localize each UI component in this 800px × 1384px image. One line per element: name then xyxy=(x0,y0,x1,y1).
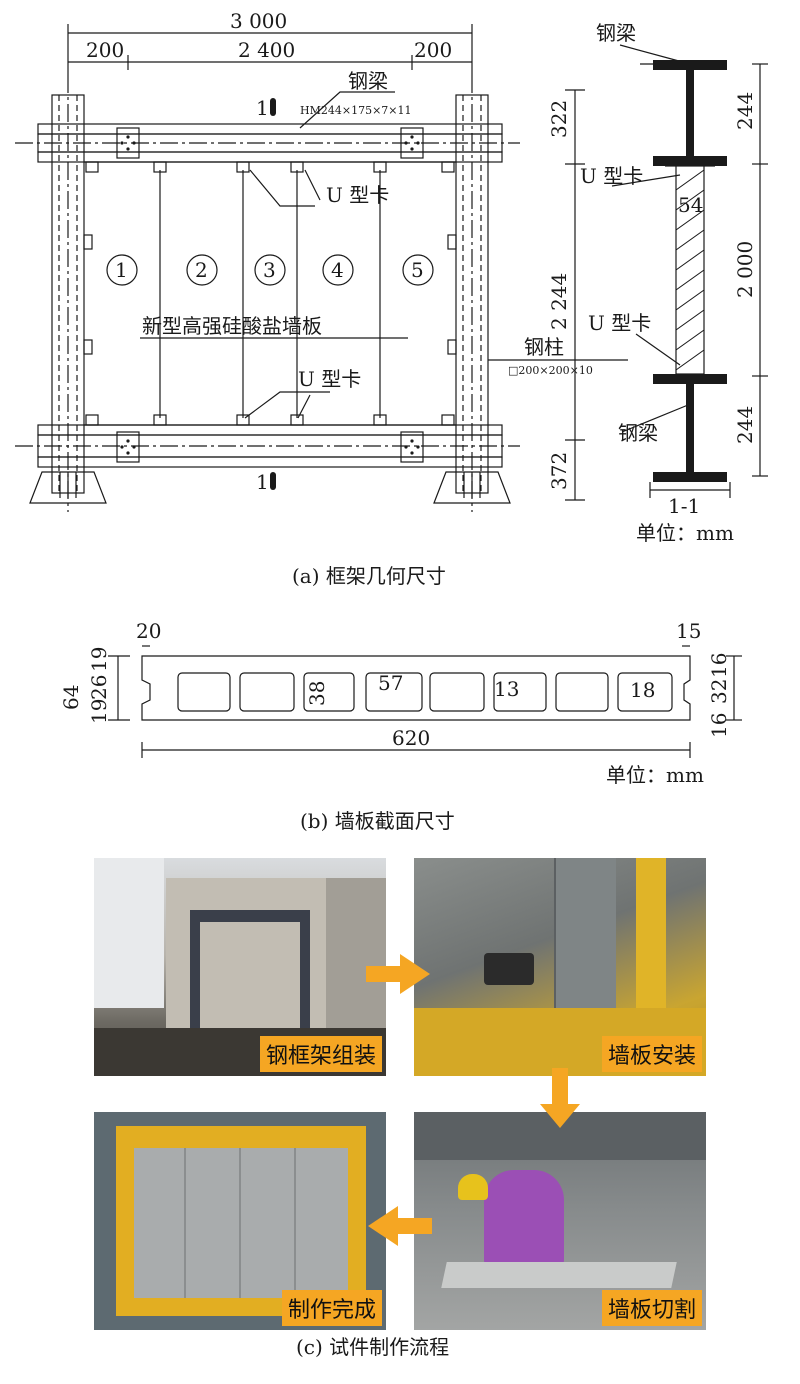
flow-arrows: (c) 试件制作流程 xyxy=(296,954,580,1359)
photo-panel-cutting: 墙板切割 xyxy=(414,1112,706,1330)
dim-rib: 13 xyxy=(494,677,519,701)
label-column-spec: □200×200×10 xyxy=(508,364,593,377)
dim-left-c: 19 xyxy=(87,699,111,724)
dim-height-total: 64 xyxy=(59,685,83,710)
section-mark: 1-1 xyxy=(668,494,700,518)
panel-number-4: 4 xyxy=(331,258,344,282)
unit-label-a: 单位：mm xyxy=(636,521,734,545)
dim-right-b: 32 xyxy=(707,679,731,704)
dim-left-top: 322 xyxy=(547,100,571,138)
dim-hole-height: 38 xyxy=(305,681,329,706)
label-steel-beam: 钢梁 xyxy=(348,69,388,93)
label-wall-panel: 新型高强硅酸盐墙板 xyxy=(142,314,322,338)
dim-right-a: 16 xyxy=(707,653,731,678)
dim-left-bottom: 372 xyxy=(547,452,571,490)
step-label-panel-installation: 墙板安装 xyxy=(601,1036,702,1072)
panel-number-3: 3 xyxy=(263,258,276,282)
frame-elevation-drawing: 3 000 200 2 400 200 322 2 244 372 244 2 … xyxy=(15,9,768,588)
dim-left-a: 19 xyxy=(87,647,111,672)
panel-number-5: 5 xyxy=(411,258,424,282)
dim-left-mid: 2 244 xyxy=(547,273,571,330)
dim-right-top: 244 xyxy=(733,92,757,130)
arrow-left-icon xyxy=(368,1206,432,1246)
photo-fabrication-complete: 制作完成 xyxy=(94,1112,386,1330)
step-label-frame-assembly: 钢框架组装 xyxy=(259,1036,382,1072)
label-u-clip-bottom: U 型卡 xyxy=(298,367,361,391)
dim-left-offset: 200 xyxy=(86,38,124,62)
photo-frame-assembly: 钢框架组装 xyxy=(94,858,386,1076)
label-steel-column: 钢柱 xyxy=(524,335,564,359)
dim-hole-width: 57 xyxy=(378,671,403,695)
dim-middle-span: 2 400 xyxy=(238,38,295,62)
arrow-right-icon xyxy=(366,954,430,994)
label-section-u-clip-top: U 型卡 xyxy=(580,164,643,188)
panel-number-1: 1 xyxy=(115,258,128,282)
dim-total-width-b: 620 xyxy=(392,726,430,750)
label-u-clip-top: U 型卡 xyxy=(326,183,389,207)
dim-panel-thickness: 54 xyxy=(678,193,703,217)
dim-edge-left: 20 xyxy=(136,619,161,643)
step-label-panel-cutting: 墙板切割 xyxy=(601,1290,702,1326)
caption-a: (a) 框架几何尺寸 xyxy=(292,564,446,588)
cut-mark-bottom: 1 xyxy=(256,470,269,494)
dim-right-offset: 200 xyxy=(414,38,452,62)
unit-label-b: 单位：mm xyxy=(606,763,704,787)
label-section-u-clip-bottom: U 型卡 xyxy=(588,311,651,335)
photo-panel-installation: 墙板安装 xyxy=(414,858,706,1076)
dim-total-width: 3 000 xyxy=(230,9,287,33)
dim-right-bottom: 244 xyxy=(733,406,757,444)
dim-right-mid: 2 000 xyxy=(733,241,757,298)
dim-left-b: 26 xyxy=(87,675,111,700)
step-label-fabrication-complete: 制作完成 xyxy=(281,1290,382,1326)
label-section-beam-top: 钢梁 xyxy=(596,21,636,45)
caption-c: (c) 试件制作流程 xyxy=(296,1335,449,1359)
arrow-down-icon xyxy=(540,1068,580,1128)
cut-mark-top: 1 xyxy=(256,96,269,120)
label-beam-spec: HM244×175×7×11 xyxy=(300,104,412,117)
label-section-beam-bottom: 钢梁 xyxy=(618,421,658,445)
caption-b: (b) 墙板截面尺寸 xyxy=(300,809,455,833)
dim-right-c: 16 xyxy=(707,713,731,738)
panel-number-2: 2 xyxy=(195,258,208,282)
dim-hole-radius: 18 xyxy=(630,678,655,702)
dim-edge-right: 15 xyxy=(676,619,701,643)
panel-section-drawing: 20 64 19 26 19 15 16 32 16 38 57 13 18 6… xyxy=(59,619,742,833)
